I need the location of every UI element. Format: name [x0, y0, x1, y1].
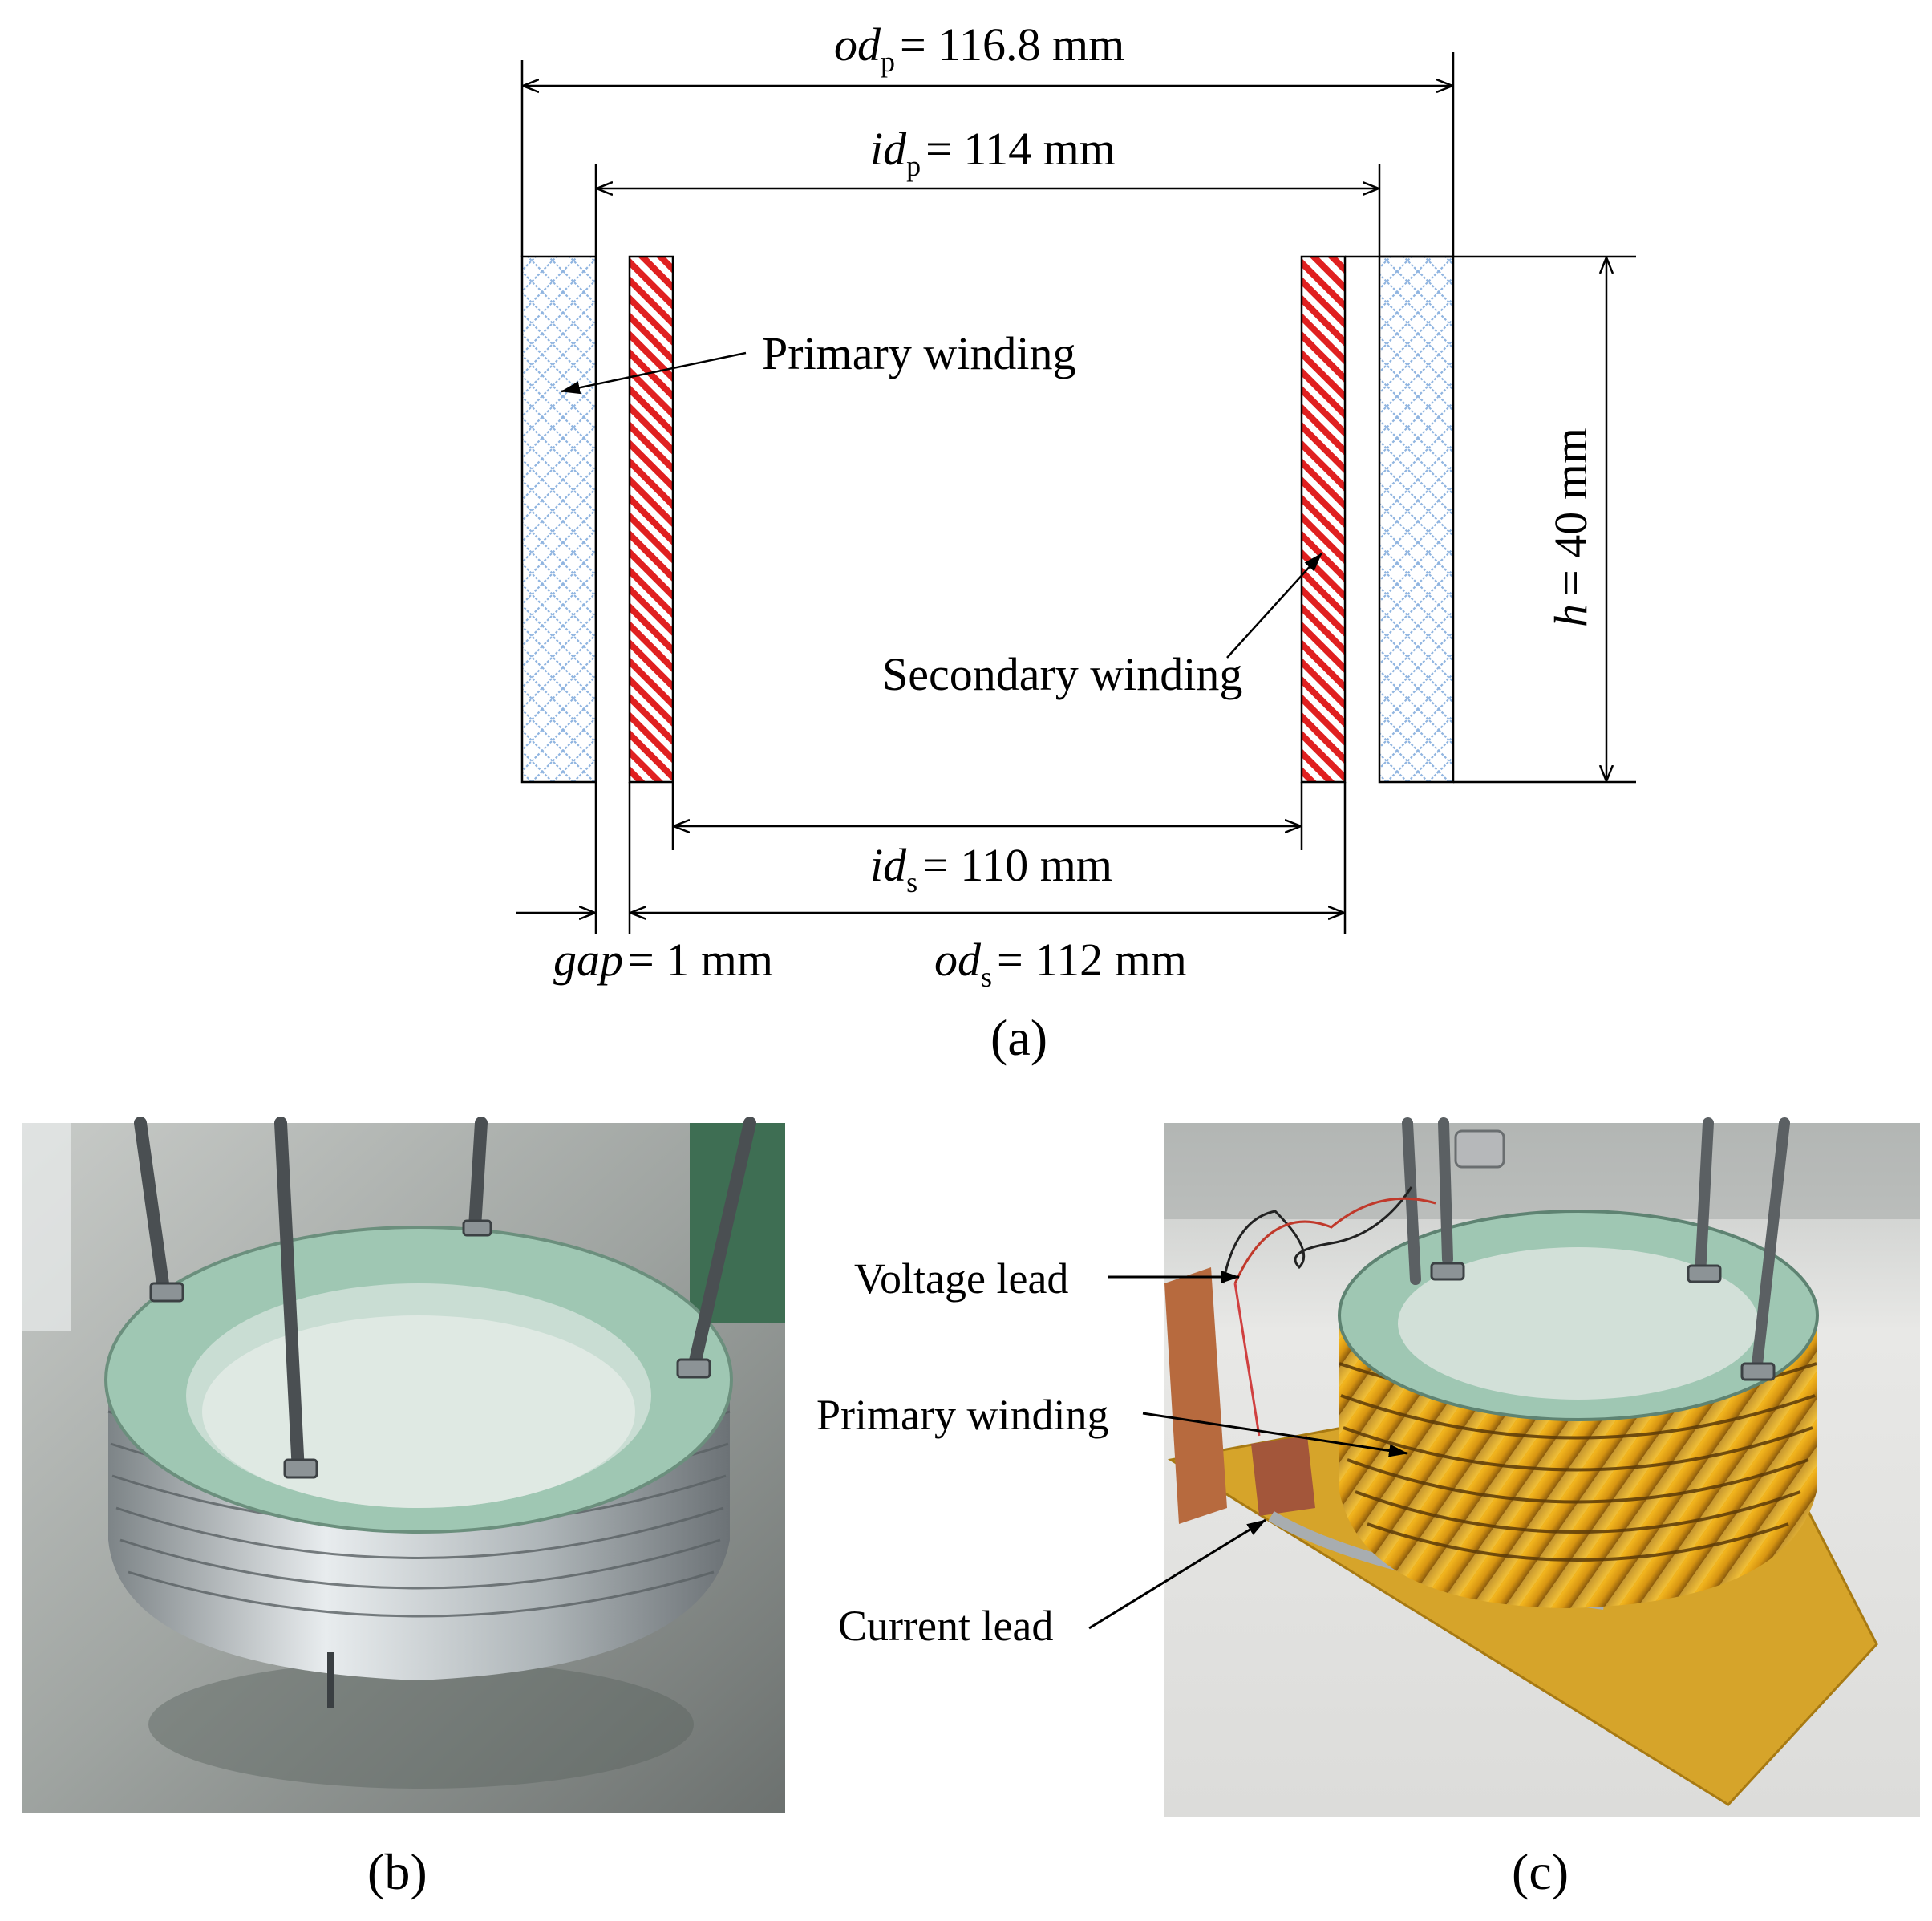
- id-s-label: ids= 110 mm: [870, 839, 1112, 898]
- gap-label: gap= 1 mm: [553, 934, 773, 986]
- primary-winding-right: [1378, 255, 1455, 784]
- od-p-label: odp= 116.8 mm: [834, 18, 1124, 78]
- secondary-winding-label: Secondary winding: [882, 648, 1242, 700]
- panel-c-photo: Voltage lead Primary winding Current lea…: [816, 1117, 1920, 1900]
- panel-a-schematic: odp= 116.8 mm idp= 114 mm ids= 110 mm od…: [516, 18, 1636, 1066]
- secondary-winding-left: [628, 255, 674, 784]
- primary-winding-arrow: [1142, 1412, 1408, 1457]
- secondary-winding-right: [1300, 255, 1347, 784]
- current-lead-arrow: [1088, 1518, 1266, 1630]
- panel-b-photo: (b): [22, 1117, 785, 1900]
- current-lead-label: Current lead: [838, 1602, 1053, 1650]
- caption-c: (c): [1512, 1843, 1569, 1900]
- h-label: h= 40 mm: [1545, 428, 1597, 627]
- voltage-lead-label: Voltage lead: [854, 1254, 1068, 1303]
- caption-b: (b): [367, 1843, 427, 1900]
- primary-winding-label: Primary winding: [762, 327, 1075, 379]
- primary-winding-photo-label: Primary winding: [816, 1391, 1108, 1439]
- secondary-winding-leader: [1226, 553, 1322, 659]
- primary-winding-left: [520, 255, 597, 784]
- primary-winding-leader: [561, 351, 747, 395]
- caption-a: (a): [990, 1009, 1047, 1066]
- od-s-label: ods= 112 mm: [934, 934, 1187, 993]
- id-p-label: idp= 114 mm: [870, 123, 1116, 182]
